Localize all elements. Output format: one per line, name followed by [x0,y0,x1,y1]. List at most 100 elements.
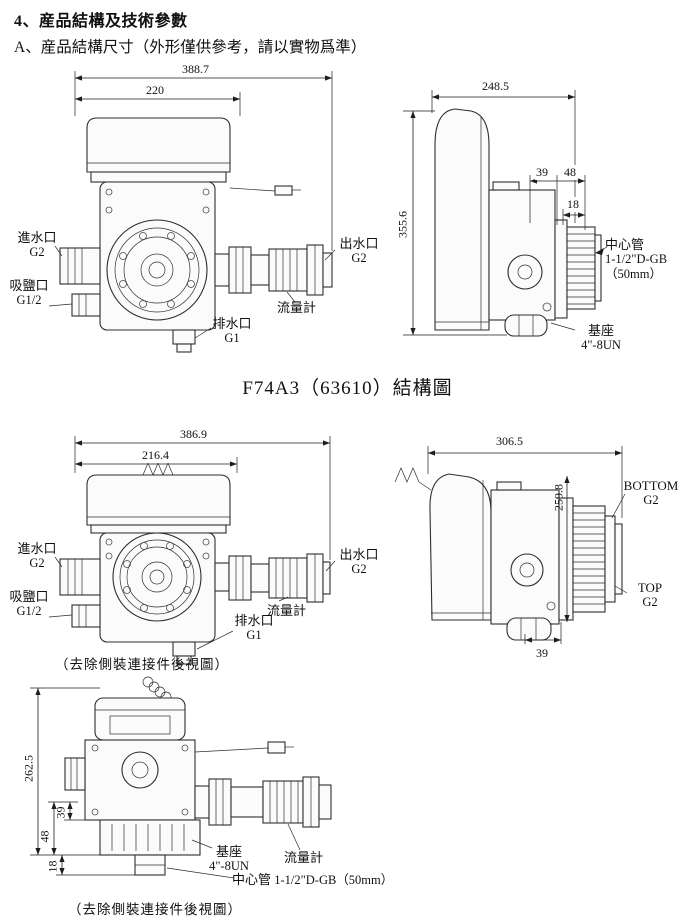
salt-label: 吸鹽口 G1/2 [5,278,53,308]
inlet-size-text: G2 [29,556,45,571]
rear-view-note: （去除側裝連接件後視圖） [68,902,242,917]
outlet-pipe-flowmeter [214,553,331,603]
dim-width-text: 306.5 [495,434,524,449]
sensor-wire [194,741,294,754]
valve-cover [86,474,231,534]
outlet-pipe-flowmeter [214,244,333,296]
valve-cover [86,117,231,183]
dim-48-text: 48 [563,165,577,180]
dimension-cover-width [75,92,241,116]
outlet-pipe-flowmeter [194,776,332,828]
side-view-drawing-top: 248.5 355.6 39 48 18 中心管 1-1/2"D-GB （50m… [395,75,695,375]
drain-label: 排水口 G1 [231,613,277,643]
dimension-total-width [74,71,333,251]
base-flange [99,819,201,876]
tank-thread-connector [558,497,623,621]
flowmeter-label: 流量計 [277,300,316,315]
salt-label-text: 吸鹽口 [9,278,49,293]
top-port-text: TOP [637,580,663,595]
leader-lines [166,823,301,879]
salt-port [71,604,101,628]
drain-label-text: 排水口 [234,613,274,628]
center-tube-spec2-text: （50mm） [605,267,662,282]
base-size-text: 4"-8UN [209,859,249,874]
salt-port [71,293,101,317]
tank-thread-connector [554,219,602,319]
dimension-height [403,110,507,336]
bottom-port-size-text: G2 [643,493,659,508]
center-tube-text: 中心管 [232,872,272,887]
antenna-coil [142,462,174,476]
inlet-size-text: G2 [29,245,45,260]
dim-39-text: 39 [53,806,68,819]
outlet-label: 出水口 G2 [333,236,385,266]
dim-total-width-text: 386.9 [179,427,208,442]
inlet-label-text: 進水口 [17,541,57,556]
bottom-port-label: BOTTOM G2 [621,478,681,508]
valve-body-side [490,481,560,625]
top-port-label: TOP G2 [625,580,675,610]
dim-262-text: 262.5 [21,755,36,782]
figure-title: F74A3（63610）結構圖 [242,378,453,399]
dim-height-text: 355.6 [395,211,410,238]
center-tube-label: 中心管 1-1/2"D-GB （50mm） [605,237,693,282]
valve-front-view-2-svg [48,436,336,665]
section-heading: 4、産品結構及技術參數 [14,13,188,30]
control-dial [112,532,202,622]
inlet-label: 進水口 G2 [13,541,61,571]
control-dial [106,219,208,321]
section-subheading: A、産品結構尺寸（外形僅供參考，請以實物爲準） [14,39,367,56]
outlet-size-text: G2 [351,251,367,266]
flowmeter-label: 流量計 [284,850,323,865]
center-tube-spec-text: 1-1/2"D-GB（50mm） [274,873,394,887]
leader-lines [48,556,336,650]
flowmeter-label-text: 流量計 [267,603,307,618]
valve-rear-view-svg [30,676,332,879]
valve-body-top [84,739,196,821]
side-port [64,757,86,791]
valve-cover-top [94,697,186,741]
dimension-48 [48,801,78,855]
drain-port [172,329,196,353]
drain-size-text: G1 [224,331,240,346]
base-size-text: 4"-8UN [581,338,621,353]
base-label-text: 基座 [587,323,614,338]
rear-view-drawing-bottom: 262.5 48 39 18 基座 4"-8UN 流量計 中心管 1-1/2"D… [20,672,470,922]
valve-cover-side [434,108,490,331]
base-label: 基座 4"-8UN [202,844,256,874]
drain-label: 排水口 G1 [209,316,255,346]
dim-18-text: 18 [45,860,60,873]
dimension-height [564,476,570,622]
inlet-port [59,558,101,596]
center-tube-label: 中心管 1-1/2"D-GB（50mm） [232,872,393,888]
valve-cover-side [429,473,492,621]
dim-cover-width-text: 216.4 [141,448,170,463]
bottom-port-text: BOTTOM [623,478,679,493]
outlet-label-text: 出水口 [339,236,379,251]
drain-port [172,641,196,665]
side-view-drawing-middle: 306.5 259.8 39 BOTTOM G2 TOP G2 [385,430,695,670]
outlet-label-text: 出水口 [339,547,379,562]
drain-size-text: G1 [246,628,262,643]
dim-width-text: 248.5 [481,79,510,94]
base-label-text: 基座 [215,844,242,859]
base-nut [504,314,548,337]
dim-39-text: 39 [535,646,549,661]
drain-label-text: 排水口 [212,316,252,331]
dim-height-text: 259.8 [551,484,566,511]
top-port-size-text: G2 [642,595,658,610]
flowmeter-label: 流量計 [267,603,306,618]
dimension-total-width [74,436,331,560]
base-nut [506,617,552,641]
dimension-width [427,446,623,518]
dim-39-text: 39 [535,165,549,180]
leader-lines [550,246,608,331]
dimension-18 [56,855,135,876]
valve-side-view-2-svg [394,446,628,644]
rear-view-note: （去除側裝連接件後視圖） [55,657,229,672]
salt-label: 吸鹽口 G1/2 [5,589,53,619]
flowmeter-label-text: 流量計 [277,300,317,315]
inlet-label-text: 進水口 [17,230,57,245]
inlet-port [59,247,101,285]
salt-size-text: G1/2 [16,293,42,308]
